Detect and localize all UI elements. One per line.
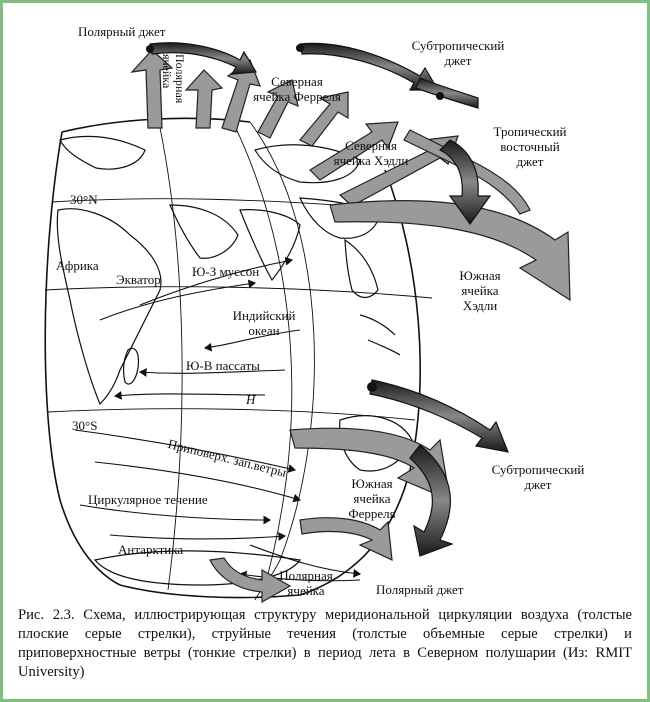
- se-trades-arrow-1: [203, 329, 301, 352]
- label-tropical-easterly-jet: Тропический восточный джет: [493, 124, 567, 169]
- antarctica-land: [93, 550, 302, 586]
- label-polar-cell-bottom: Полярная ячейка: [279, 568, 333, 598]
- asia-land: [299, 197, 381, 239]
- circumpolar-arrow-1: [79, 504, 272, 525]
- tropical-jet-dot: [436, 92, 444, 100]
- madagascar-land: [122, 347, 140, 385]
- label-indian-ocean: Индийский океан: [232, 308, 296, 338]
- polar-jet-top-arrow: [149, 42, 258, 75]
- europe-land: [59, 135, 146, 170]
- label-30s: 30°S: [72, 418, 98, 433]
- south-jet-dot: [367, 382, 377, 392]
- india-land: [239, 209, 301, 282]
- arabia-land: [169, 204, 239, 259]
- tropical-jet-arrow: [438, 139, 492, 226]
- polar-cell-top-return-arrow: [184, 69, 224, 129]
- label-subtropical-jet-bottom: Субтропический джет: [491, 462, 585, 492]
- label-sw-monsoon: Ю-З муссон: [192, 264, 260, 279]
- jet-streams: [149, 42, 509, 557]
- westerlies-arrow-2: [94, 461, 302, 503]
- north-ferrel-arrow-1: [221, 59, 261, 133]
- se-trades-arrow-2: [138, 368, 286, 377]
- north-ferrel-arrow-2: [257, 79, 299, 139]
- south-ferrel-thin-arrow: [249, 544, 362, 578]
- north-ferrel-arrow-3: [299, 91, 349, 147]
- latitude-30s-line: [47, 408, 416, 421]
- south-hadley-arrow: [329, 200, 571, 302]
- jet-markers: [146, 44, 444, 392]
- subtropical-jet-dot: [296, 44, 304, 52]
- label-south-hadley: Южная ячейка Хэдли: [459, 268, 501, 313]
- label-high-pressure: H: [246, 392, 256, 407]
- label-circumpolar-current: Циркулярное течение: [88, 492, 208, 507]
- meridian-line-1: [157, 117, 183, 591]
- meridional-cells: [130, 49, 571, 604]
- equator-line: [44, 286, 433, 299]
- label-polar-jet-top: Полярный джет: [78, 24, 166, 39]
- globe-bottom-rim: [119, 584, 301, 599]
- label-north-ferrel: Северная ячейка Ферреля: [253, 74, 341, 104]
- polar-cell-top-arrow: [130, 49, 174, 129]
- westerlies-arrow-1: [74, 429, 297, 473]
- surface-winds: [74, 256, 362, 582]
- label-subtropical-jet-top: Субтропический джет: [411, 38, 505, 68]
- se-trades-arrow-3: [113, 391, 266, 400]
- subtropical-jet-top-tail: [415, 77, 479, 109]
- sw-monsoon-arrow-1: [139, 256, 294, 306]
- indochina-land: [344, 238, 379, 299]
- asia-north-land: [254, 144, 361, 184]
- label-equator: Экватор: [116, 272, 161, 287]
- label-se-trades: Ю-В пассаты: [186, 358, 260, 373]
- north-hadley-arrow-1: [309, 121, 399, 181]
- polar-easterly-arrow: [238, 570, 361, 582]
- circumpolar-arrow-2: [109, 532, 287, 541]
- globe-left-limb: [44, 131, 121, 586]
- label-north-hadley: Северная ячейка Хэдли: [333, 138, 409, 168]
- label-30n: 30°N: [70, 192, 98, 207]
- label-polar-cell-top: Полярная ячейка: [160, 54, 187, 103]
- label-africa: Африка: [56, 258, 99, 273]
- label-antarctica: Антарктика: [118, 542, 184, 557]
- south-ferrel-return-arrow: [299, 517, 393, 561]
- label-polar-jet-bottom: Полярный джет: [376, 582, 464, 597]
- subtropical-jet-bottom-arrow: [369, 379, 509, 453]
- africa-land: [56, 208, 162, 406]
- indonesia-land: [359, 314, 401, 356]
- polar-cell-bottom-arrow: [209, 557, 292, 604]
- label-south-ferrel: Южная ячейка Ферреля: [348, 476, 396, 521]
- meridian-line-2: [231, 119, 293, 597]
- polar-jet-dot: [146, 45, 154, 53]
- south-ferrel-jet-arrow: [409, 444, 454, 557]
- figure-caption: Рис. 2.3. Схема, иллюстрирующая структур…: [18, 607, 632, 680]
- sw-monsoon-arrow-2: [99, 279, 257, 321]
